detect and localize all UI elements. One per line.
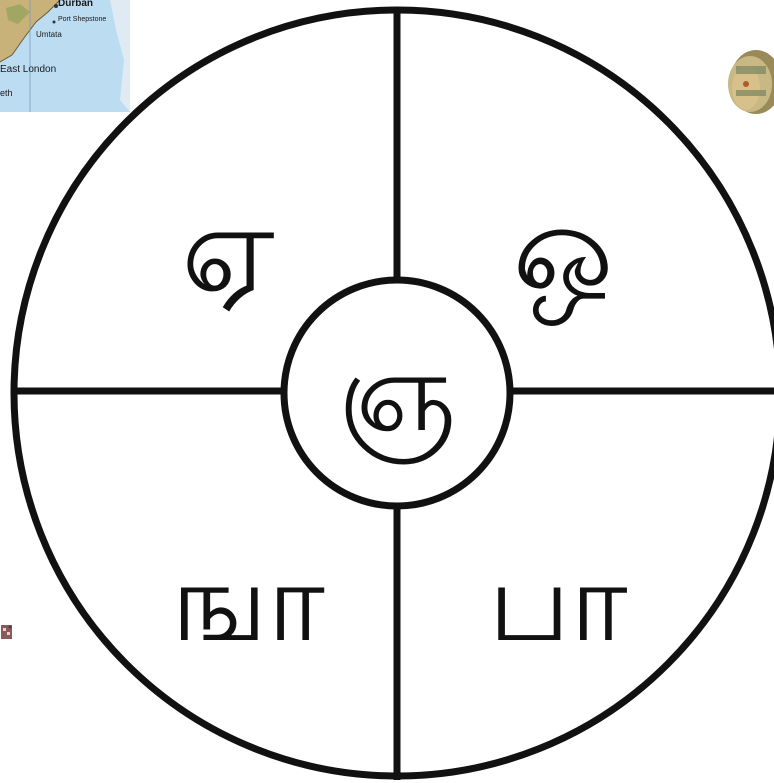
bottom-left-letter: ஙா	[171, 538, 325, 666]
center-letter: ஞ	[338, 328, 456, 464]
bottom-right-letter: பா	[488, 538, 627, 666]
top-right-letter: ஒ	[513, 180, 614, 326]
top-left-letter: ஏ	[181, 180, 274, 319]
